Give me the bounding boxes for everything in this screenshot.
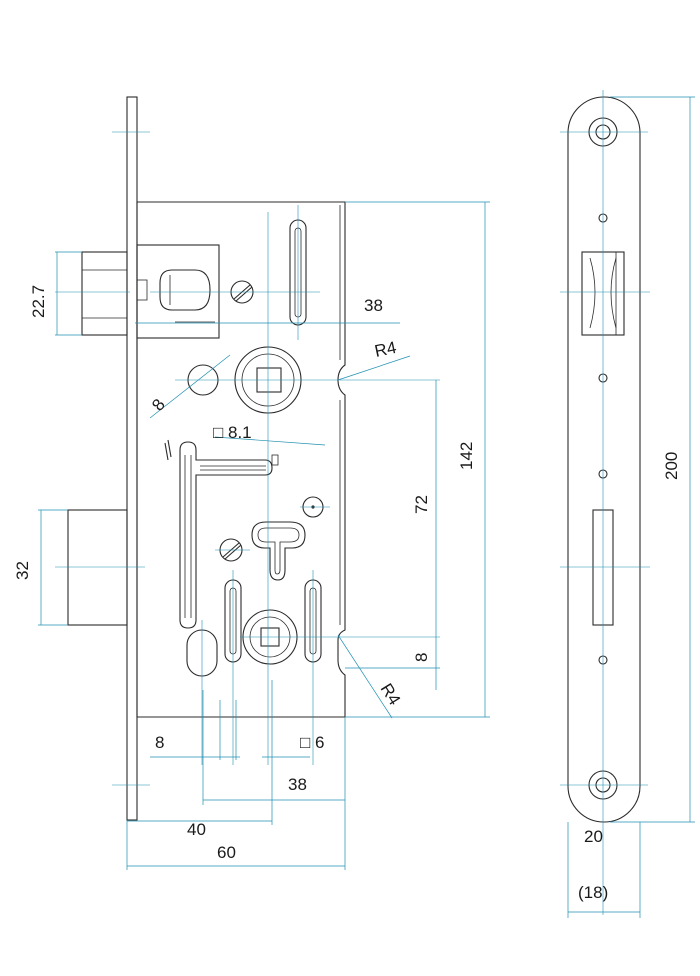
dim-radius-top: R4	[373, 338, 398, 361]
dim-faceplate-height: 200	[662, 452, 681, 480]
dim-bottom-step: 8	[412, 653, 431, 662]
dim-latch-height: 22.7	[29, 285, 48, 318]
dim-bolt-offset: 8	[155, 733, 164, 752]
dim-faceplate-width-alt: (18)	[578, 883, 608, 902]
slots	[186, 219, 322, 677]
lever	[164, 439, 279, 629]
dim-radius-bottom: R4	[377, 680, 405, 709]
dim-top-spacing: 38	[364, 296, 383, 315]
deadbolt	[67, 509, 128, 626]
dimension-labels: 60 40 38 8 □ 6 □ 8.1 38 22.7 32 R4 R4 8 …	[13, 285, 681, 902]
dim-handle-offset: 40	[187, 820, 206, 839]
lock-body	[136, 201, 346, 718]
dim-center-distance: 72	[412, 495, 431, 514]
dim-body-height: 142	[457, 442, 476, 470]
dimension-lines-front	[38, 201, 490, 870]
dim-spindle-square: □ 8.1	[213, 423, 252, 442]
centerlines-front	[55, 205, 440, 765]
dim-deadbolt-height: 32	[13, 561, 32, 580]
dim-spindle-diameter: 8	[148, 395, 169, 414]
latch-bolt	[81, 244, 220, 339]
dim-cylinder-square: □ 6	[300, 733, 324, 752]
dim-backset: 60	[217, 843, 236, 862]
dim-cylinder-offset: 38	[288, 775, 307, 794]
front-faceplate	[112, 96, 150, 821]
dim-faceplate-width: 20	[584, 827, 603, 846]
dimension-lines-side	[567, 96, 695, 918]
side-faceplate	[560, 90, 650, 915]
cylinder-cam	[251, 521, 306, 581]
